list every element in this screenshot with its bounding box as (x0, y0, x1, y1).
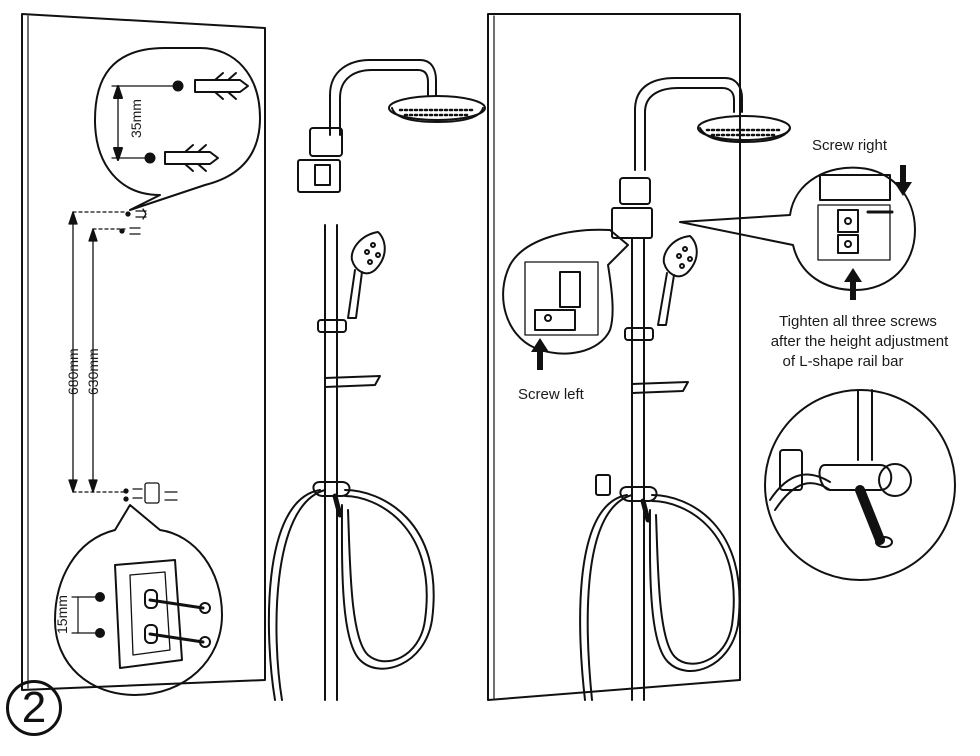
tighten-line-2: after the height adjustment (770, 333, 949, 350)
tighten-line-3: of L-shape rail bar (782, 353, 904, 370)
tap-detail-callout (764, 389, 956, 581)
dimension-lines (68, 211, 126, 493)
top-callout (94, 47, 261, 211)
tighten-line-1: Tighten all three screws (779, 313, 937, 330)
screw-right-label: Screw right (812, 137, 888, 154)
right-wall (487, 13, 741, 701)
arrows (531, 165, 912, 370)
bottom-callout (54, 504, 223, 696)
dim-bracket-label: 15mm (54, 595, 70, 634)
dim-height-b-label: 630mm (85, 348, 101, 395)
shower-set-left (267, 59, 486, 701)
step-number-badge: 2 (6, 680, 62, 736)
screw-left-label: Screw left (518, 386, 584, 403)
shower-set-right (579, 77, 791, 701)
wall-plugs-small (119, 208, 178, 504)
left-wall (21, 13, 266, 691)
dim-spacing-label: 35mm (128, 99, 144, 138)
screw-left-callout (502, 228, 629, 355)
screw-right-callout (679, 166, 916, 291)
dim-height-a-label: 680mm (65, 348, 81, 395)
